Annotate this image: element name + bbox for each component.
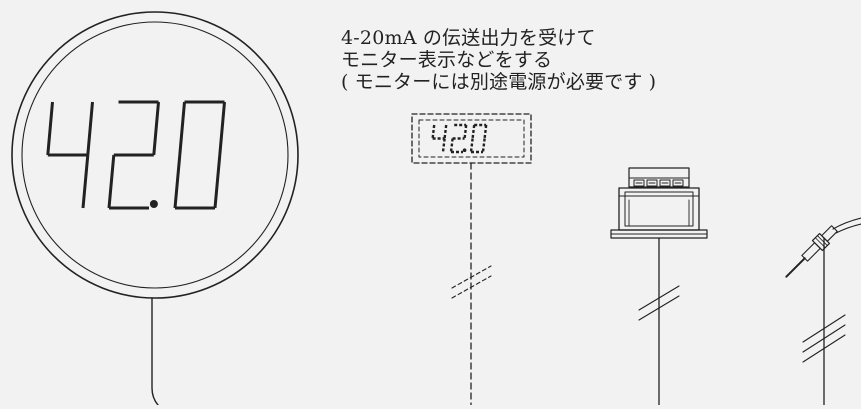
large-meter-bezel-outer: [11, 11, 299, 299]
large-readout-decimal-point: [149, 200, 158, 208]
large-readout-digit-2-segment-f: [178, 101, 186, 156]
transmitter-break-mark-2: [638, 295, 680, 321]
probe-lead-wire-1: [832, 217, 861, 230]
small-display-inner-frame: [418, 119, 525, 158]
large-meter-readout: [46, 100, 226, 210]
large-meter-bezel-inner: [21, 21, 289, 289]
large-panel-meter: [11, 11, 299, 406]
description-open-paren: (: [341, 71, 349, 93]
small-readout-digit-2-segment-c: [481, 138, 486, 153]
description-line-3: (モニターには別途電源が必要です): [341, 71, 656, 93]
transmitter-housing-inner: [624, 191, 694, 227]
large-meter-cable: [151, 297, 159, 406]
small-readout-digit-2-segment-f: [471, 124, 476, 139]
small-readout-decimal-point: [462, 148, 467, 152]
description-line-2: モニター表示などをする: [341, 49, 553, 71]
small-readout-digit-2-segment-b: [483, 124, 488, 139]
sensor-probe: [785, 217, 861, 406]
large-readout-digit-1-segment-b: [152, 101, 160, 156]
small-readout-digit-0-segment-c: [441, 138, 446, 153]
large-readout-digit-2-segment-c: [213, 154, 222, 209]
description-close-paren: ): [648, 71, 657, 93]
large-readout-digit-1-segment-e: [107, 154, 116, 209]
probe-break-mark-1: [802, 314, 846, 343]
large-readout-digit-0-segment-b: [86, 101, 94, 156]
large-readout-digit-0-segment-c: [81, 154, 90, 209]
large-readout-digit-2-segment-e: [173, 154, 182, 209]
small-readout-digit-2-segment-e: [469, 138, 474, 153]
small-remote-display: [411, 113, 532, 406]
small-readout-digit-1-segment-b: [463, 124, 468, 139]
transmitter-terminals: [633, 179, 684, 187]
transmitter-break-mark-1: [638, 285, 680, 311]
small-readout-digit-0-segment-f: [431, 124, 436, 139]
transmitter-housing: [618, 187, 700, 231]
description-line-1: 4-20mA の伝送出力を受けて: [341, 27, 596, 49]
head-transmitter: [610, 167, 708, 406]
probe-body: [785, 225, 838, 278]
probe-lead-wire-2: [835, 223, 861, 234]
small-readout-digit-1-segment-e: [449, 138, 454, 153]
small-readout-digit-0-segment-b: [443, 124, 448, 139]
probe-break-mark-2: [802, 324, 846, 353]
monitor-description: 4-20mA の伝送出力を受けて モニター表示などをする (モニターには別途電源…: [341, 27, 656, 93]
large-readout-digit-0-segment-f: [46, 101, 54, 156]
small-display-readout: [431, 123, 488, 154]
probe-break-mark-3: [802, 334, 846, 363]
small-line-break-mark-1: [451, 265, 492, 289]
large-readout-digit-2-segment-b: [218, 101, 226, 156]
small-line-break-mark-2: [451, 275, 492, 299]
description-note: モニターには別途電源が必要です: [354, 71, 643, 93]
